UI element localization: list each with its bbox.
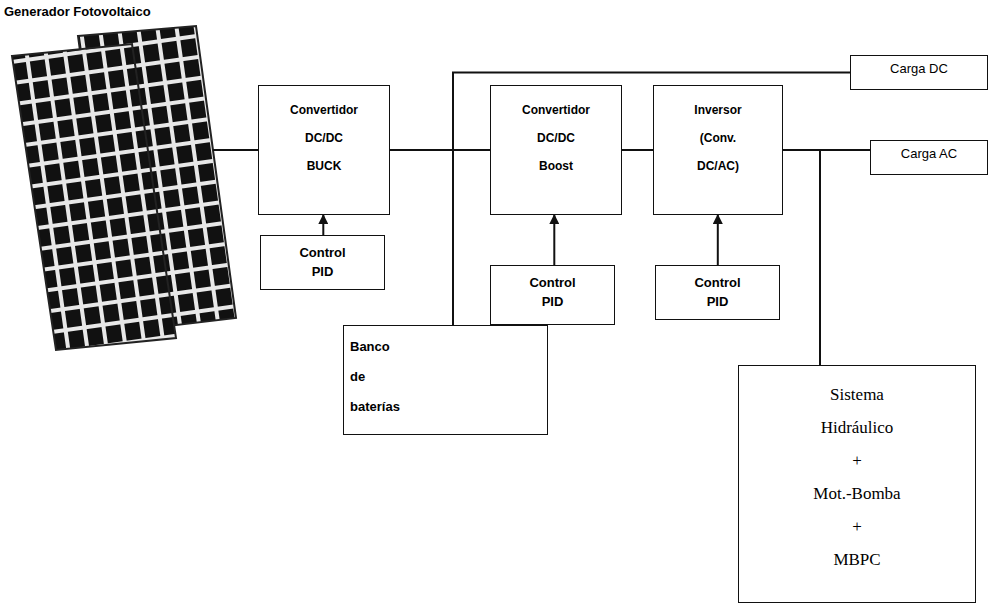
node-label: Convertidor DC/DC BUCK — [269, 96, 379, 180]
pv-panel-picture — [12, 26, 236, 350]
control-arrow — [553, 215, 555, 265]
pv-generator: Generador Fotovoltaico — [0, 0, 240, 352]
hydraulic-system-box: Sistema Hidráulico + Mot.-Bomba + MBPC — [738, 365, 976, 603]
power-line — [453, 73, 850, 326]
control-arrow — [717, 215, 719, 265]
node-label: Generador Fotovoltaico — [4, 4, 151, 19]
node-label: Inversor (Conv. DC/AC) — [663, 96, 773, 180]
node-label: Convertidor DC/DC Boost — [501, 96, 611, 180]
node-label: Banco de baterías — [350, 332, 400, 422]
node-label: Carga AC — [871, 141, 987, 167]
node-label: Control PID — [273, 243, 373, 281]
load-box: Carga DC — [850, 55, 988, 90]
node-label: Carga DC — [851, 56, 987, 82]
battery-bank: Banco de baterías — [343, 325, 548, 435]
load-box: Carga AC — [870, 140, 988, 175]
inverter-box: Inversor (Conv. DC/AC) — [653, 85, 783, 215]
power-line — [390, 150, 453, 325]
control-box: Control PID — [490, 265, 615, 325]
control-arrow — [322, 215, 324, 235]
node-label: Sistema Hidráulico + Mot.-Bomba + MBPC — [787, 378, 927, 576]
converter-box: Convertidor DC/DC Boost — [490, 85, 622, 215]
node-label: Control PID — [503, 273, 603, 311]
power-line — [622, 149, 653, 151]
power-line — [213, 149, 258, 151]
control-box: Control PID — [655, 265, 780, 320]
control-box: Control PID — [260, 235, 385, 290]
converter-box: Convertidor DC/DC BUCK — [258, 85, 390, 215]
node-label: Control PID — [668, 273, 768, 311]
power-line — [783, 150, 820, 365]
